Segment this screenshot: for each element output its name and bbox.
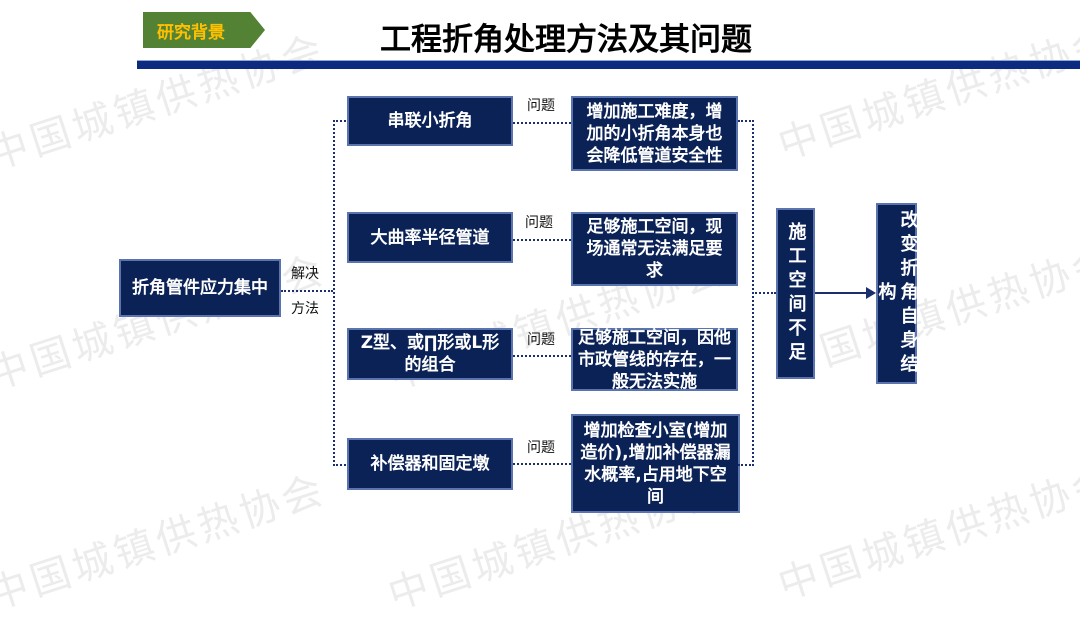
section-tag: 研究背景: [143, 12, 265, 48]
problem-box: 增加施工难度，增加的小折角本身也会降低管道安全性: [571, 96, 738, 171]
watermark: 中国城镇供热协会: [0, 466, 332, 620]
watermark: 中国城镇供热协会: [772, 236, 1080, 390]
root-connector: [281, 290, 333, 292]
problem-box: 足够施工空间，现场通常无法满足要求: [571, 212, 738, 286]
problem-box: 足够施工空间，因他市政管线的存在，一般无法实施: [571, 328, 738, 392]
section-tag-label: 研究背景: [157, 22, 225, 43]
connector: [513, 122, 571, 124]
solve-label: 解决: [291, 266, 319, 282]
method-box: 串联小折角: [347, 96, 513, 146]
watermark: 中国城镇供热协会: [772, 16, 1080, 170]
problem-label: 问题: [527, 98, 555, 114]
problem-box: 增加检查小室(增加造价),增加补偿器漏水概率,占用地下空间: [571, 414, 740, 513]
method-box: 补偿器和固定墩: [347, 438, 513, 490]
connector: [513, 463, 571, 465]
page-title: 工程折角处理方法及其问题: [380, 22, 752, 58]
method-box: 大曲率半径管道: [347, 212, 513, 263]
right-connector: [752, 292, 776, 294]
connector: [513, 355, 571, 357]
arrow-line: [815, 292, 870, 294]
root-box: 折角管件应力集中: [119, 259, 281, 317]
connector: [513, 239, 571, 241]
problem-label: 问题: [527, 440, 555, 456]
arrow-head-icon: [866, 287, 876, 299]
conclusion-box: 施工空间不足: [776, 208, 815, 379]
problem-label: 问题: [525, 215, 553, 231]
left-bracket: [333, 120, 349, 466]
title-underline: [137, 60, 1080, 69]
result-box: 改变折角自身结构: [876, 203, 919, 384]
method-box: Z型、或∏形或L形的组合: [347, 328, 513, 380]
method-label: 方法: [291, 301, 319, 317]
problem-label: 问题: [527, 332, 555, 348]
watermark: 中国城镇供热协会: [772, 456, 1080, 610]
